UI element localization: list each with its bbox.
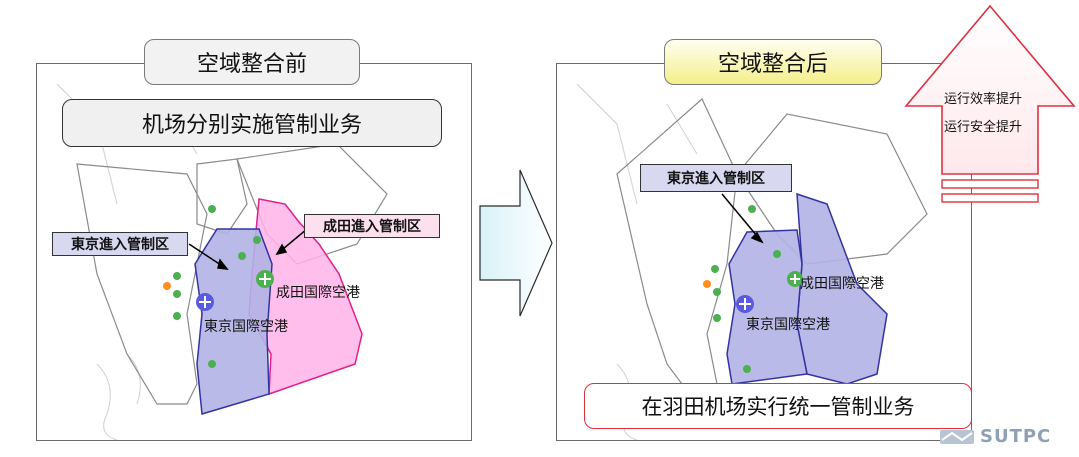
arrow-right-icon: [479, 169, 553, 317]
benefit-safety: 运行安全提升: [944, 120, 1023, 135]
narita-airport-label: 成田国際空港: [276, 285, 360, 301]
sutpc-logo: SUTPC: [940, 426, 1051, 447]
narita-airport-label: 成田国際空港: [800, 276, 884, 292]
airplane-icon: [787, 271, 803, 287]
map-before-svg: [56, 83, 388, 440]
tokyo-airport-label: 東京国際空港: [204, 319, 288, 335]
tokyo-control-area: [194, 228, 273, 415]
arrow-up-icon: [904, 4, 1076, 203]
airport-marker-icon: [703, 205, 781, 373]
tokyo-airport-label: 東京国際空港: [746, 317, 830, 333]
logo-text: SUTPC: [980, 426, 1052, 447]
tokyo-area-label: 東京進入管制区: [640, 164, 792, 192]
benefit-efficiency: 运行效率提升: [944, 92, 1023, 107]
after-banner: 在羽田机场实行统一管制业务: [584, 383, 972, 429]
before-subtitle: 机场分别实施管制业务: [62, 99, 442, 147]
airport-marker-icon: [163, 205, 261, 368]
before-title: 空域整合前: [144, 39, 360, 85]
tokyo-control-area: [726, 229, 808, 385]
tokyo-area-label: 東京進入管制区: [52, 232, 188, 256]
airplane-icon: [256, 270, 274, 288]
narita-area-label: 成田進入管制区: [304, 214, 440, 238]
airplane-icon: [736, 295, 754, 313]
sutpc-logo-icon: [940, 429, 974, 444]
airplane-icon: [196, 293, 214, 311]
after-title: 空域整合后: [664, 39, 882, 85]
map-panel-after: [556, 63, 972, 441]
map-after-svg: [576, 83, 928, 440]
